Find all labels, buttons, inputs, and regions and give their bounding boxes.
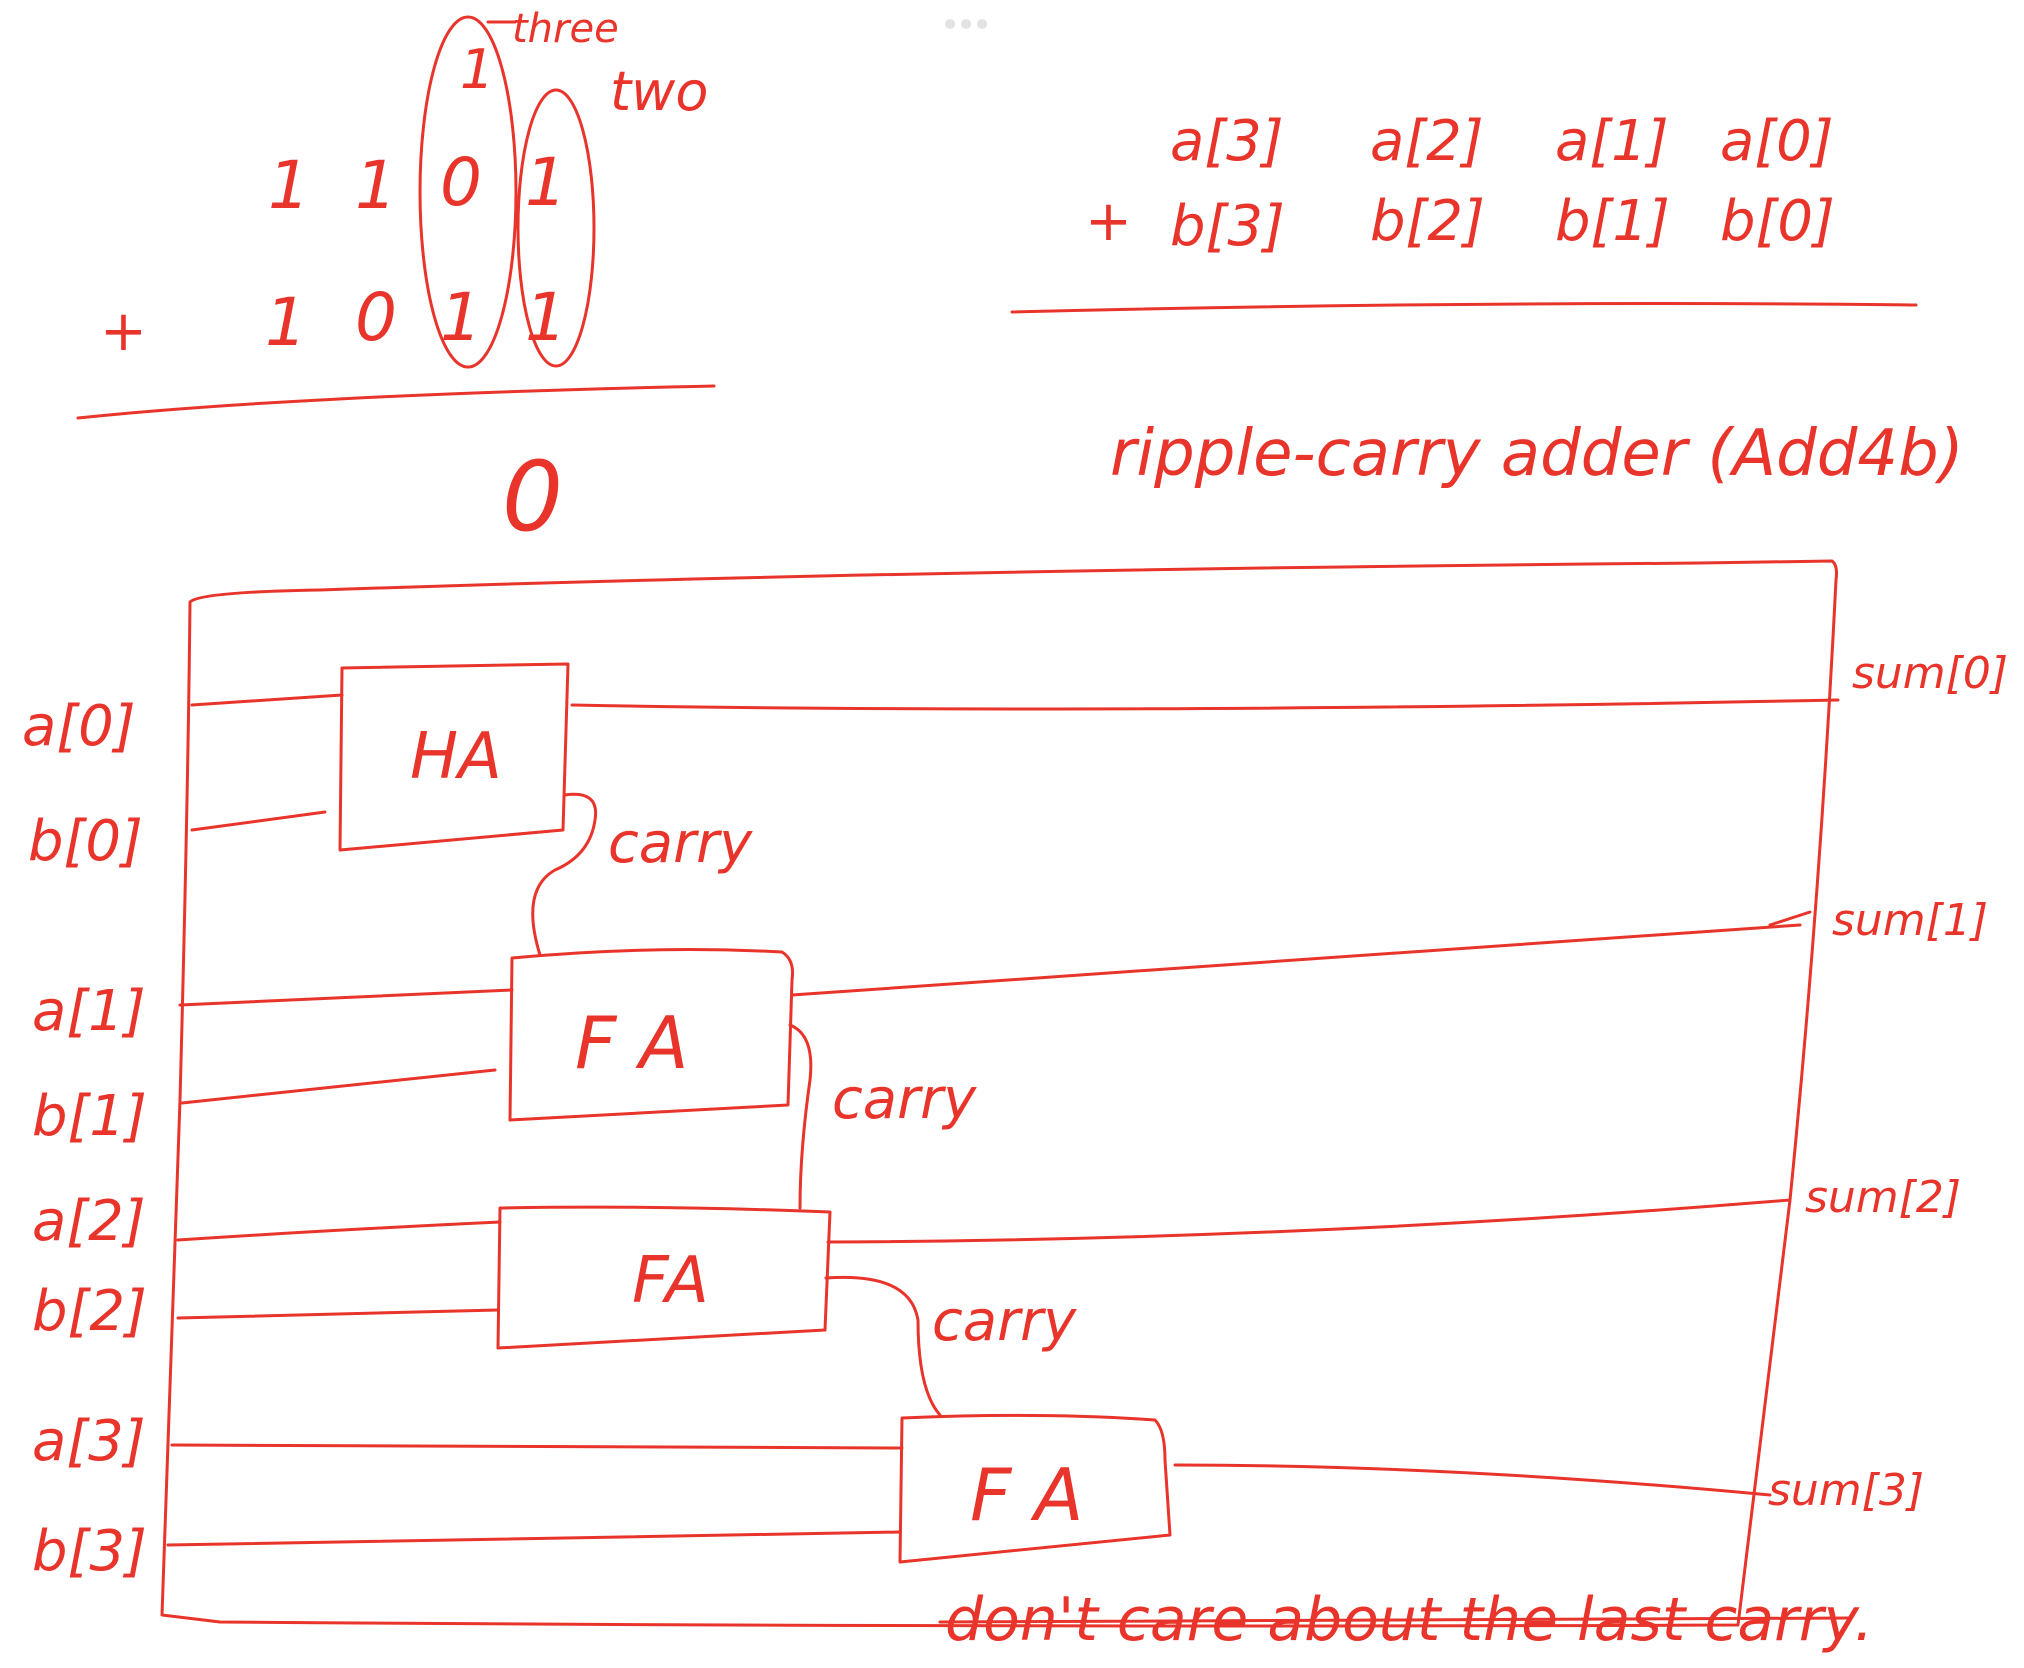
generic-underline — [1010, 302, 1918, 314]
carry-label-2: carry — [832, 1067, 977, 1132]
wire-a2 — [176, 1220, 502, 1242]
b-term-3: b[3] — [1170, 194, 1285, 259]
carry-label-1: carry — [608, 811, 753, 876]
a-term-2: a[2] — [1370, 109, 1484, 174]
b-term-2: b[2] — [1370, 189, 1485, 254]
input-label-a1: a[1] — [32, 979, 146, 1044]
result-digit: 0 — [502, 441, 563, 553]
half-adder-box — [338, 662, 570, 852]
output-label-sum3: sum[3] — [1768, 1465, 1924, 1516]
input-label-a0: a[0] — [22, 694, 136, 759]
output-label-sum2: sum[2] — [1805, 1172, 1961, 1223]
a-term-1: a[1] — [1555, 109, 1669, 174]
full-adder-label-2: FA — [632, 1244, 709, 1318]
column-circle-three — [418, 15, 518, 369]
bottom-digit-1: 0 — [355, 279, 397, 356]
top-digit-0: 1 — [268, 147, 310, 224]
full-adder-box-3 — [898, 1413, 1172, 1564]
circuit: HA F A FA F A carry carry carry a[0] b[0… — [22, 559, 2008, 1628]
plus-sign-generic: + — [1085, 189, 1132, 254]
b-term-0: b[0] — [1720, 189, 1835, 254]
full-adder-label-1: F A — [575, 1001, 689, 1085]
top-digit-2: 0 — [440, 144, 482, 221]
input-label-b0: b[0] — [28, 809, 143, 874]
carry-digit: 1 — [460, 38, 494, 101]
input-label-b1: b[1] — [32, 1084, 147, 1149]
carry-wire-1 — [531, 792, 598, 957]
arrow-sum1 — [1768, 910, 1812, 927]
three-dots-icon[interactable] — [945, 19, 987, 29]
bottom-digit-3: 1 — [525, 279, 567, 356]
full-adder-label-3: F A — [970, 1453, 1084, 1537]
top-digit-3: 1 — [525, 144, 567, 221]
wire-b0 — [190, 810, 327, 832]
full-adder-box-2 — [496, 1205, 832, 1350]
column-circle-two — [516, 88, 596, 368]
input-label-b2: b[2] — [32, 1279, 147, 1344]
carry-wire-2 — [788, 1023, 813, 1210]
half-adder-label: HA — [410, 720, 502, 794]
wire-a3 — [170, 1443, 904, 1450]
bottom-digit-2: 1 — [440, 279, 482, 356]
wire-sum3 — [1173, 1463, 1772, 1497]
input-label-a3: a[3] — [32, 1409, 146, 1474]
wire-a1 — [178, 988, 514, 1007]
input-label-a2: a[2] — [32, 1189, 146, 1254]
diagram-heading: ripple-carry adder (Add4b) — [1110, 417, 1964, 491]
full-adder-box-1 — [508, 948, 794, 1122]
output-label-sum1: sum[1] — [1832, 895, 1988, 946]
sum-underline — [76, 384, 716, 420]
binary-addition-example: 1 1 0 1 + 1 0 1 1 1 three two 0 — [76, 6, 716, 553]
carry-wire-3 — [824, 1275, 942, 1417]
plus-sign: + — [100, 299, 147, 364]
wire-sum1 — [790, 923, 1802, 997]
wire-b1 — [180, 1068, 497, 1105]
adder-outer-frame — [160, 559, 1838, 1628]
b-term-1: b[1] — [1555, 189, 1670, 254]
wire-sum0 — [570, 698, 1840, 711]
input-label-b3: b[3] — [32, 1519, 147, 1584]
carry-label-3: carry — [932, 1289, 1077, 1354]
output-label-sum0: sum[0] — [1852, 648, 2008, 699]
wire-b3 — [166, 1530, 902, 1547]
wire-sum2 — [826, 1198, 1792, 1244]
label-three: three — [512, 6, 619, 52]
a-term-0: a[0] — [1720, 109, 1834, 174]
bottom-digit-0: 1 — [265, 284, 307, 361]
wire-a0 — [190, 693, 344, 707]
top-digit-1: 1 — [355, 147, 397, 224]
wire-b2 — [176, 1308, 500, 1320]
label-two: two — [610, 60, 708, 123]
generic-addition: a[3] a[2] a[1] a[0] + b[3] b[2] b[1] b[0… — [1010, 109, 1918, 314]
a-term-3: a[3] — [1170, 109, 1284, 174]
note-strike-line — [938, 1616, 1852, 1624]
